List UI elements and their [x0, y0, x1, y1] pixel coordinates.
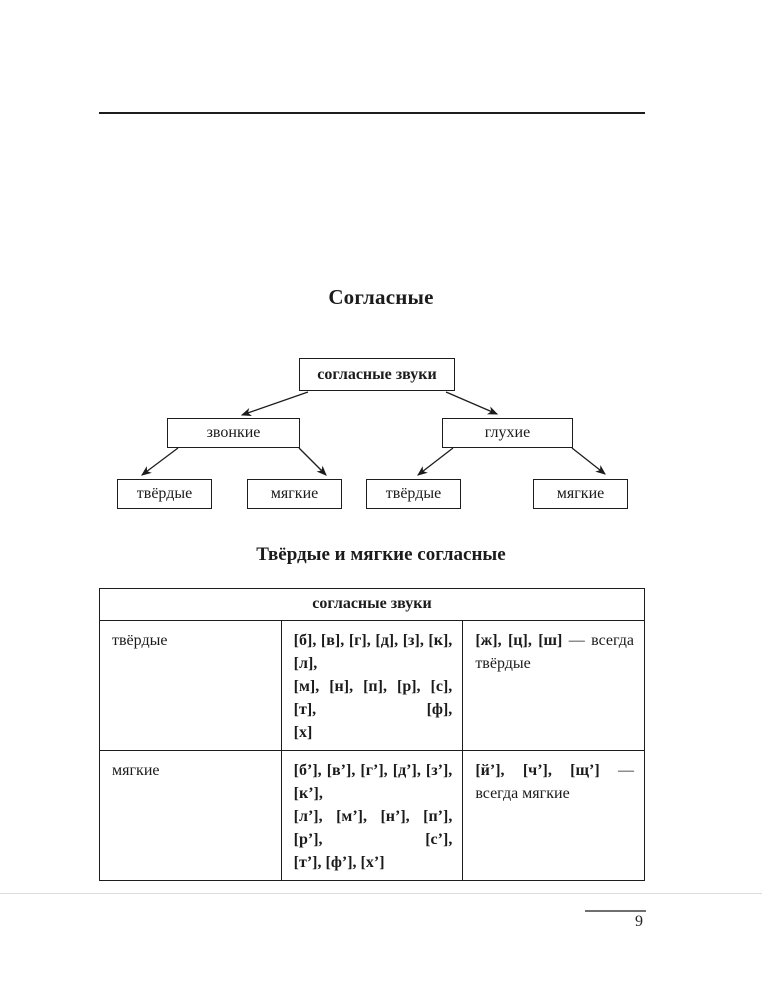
page-separator — [0, 893, 762, 894]
table-header-cell: согласные звуки — [99, 588, 645, 621]
table-header-row: согласные звуки — [99, 588, 645, 621]
tree-arrow — [417, 447, 454, 476]
row-label-cell: твёрдые — [99, 620, 282, 751]
header-rule — [99, 112, 645, 114]
always-cell: [й’], [ч’], [щ’] —всегда мягкие — [462, 750, 645, 881]
tree-node-voiced: звонкие — [167, 418, 300, 448]
row-label-cell: мягкие — [99, 750, 282, 881]
page-number: 9 — [635, 913, 643, 930]
table-row-soft: мягкие [б’], [в’], [г’], [д’], [з’], [к’… — [99, 750, 645, 881]
tree-arrow — [571, 447, 606, 475]
consonants-table: согласные звуки твёрдые [б], [в], [г], [… — [99, 588, 645, 881]
section-title: Твёрдые и мягкие согласные — [256, 544, 506, 565]
tree-arrow — [141, 447, 179, 476]
tree-arrow — [240, 391, 309, 416]
tree-node-voiced-soft: мягкие — [247, 479, 342, 509]
tree-node-voiceless-hard: твёрдые — [366, 479, 461, 509]
table-row-hard: твёрдые [б], [в], [г], [д], [з], [к], [л… — [99, 620, 645, 751]
sounds-cell: [б], [в], [г], [д], [з], [к], [л],[м], [… — [280, 620, 464, 751]
sounds-cell: [б’], [в’], [г’], [д’], [з’], [к’],[л’],… — [280, 750, 464, 881]
tree-arrow — [298, 447, 327, 476]
tree-arrow — [445, 391, 499, 415]
tree-node-root: согласные звуки — [299, 358, 455, 391]
tree-node-voiced-hard: твёрдые — [117, 479, 212, 509]
tree-node-voiceless: глухие — [442, 418, 573, 448]
tree-node-voiceless-soft: мягкие — [533, 479, 628, 509]
footer-rule — [585, 910, 646, 912]
tree-arrows — [141, 391, 606, 476]
page-title: Согласные — [328, 285, 434, 309]
consonants-tree-diagram: согласные звуки звонкие глухие твёрдые м… — [117, 358, 628, 509]
